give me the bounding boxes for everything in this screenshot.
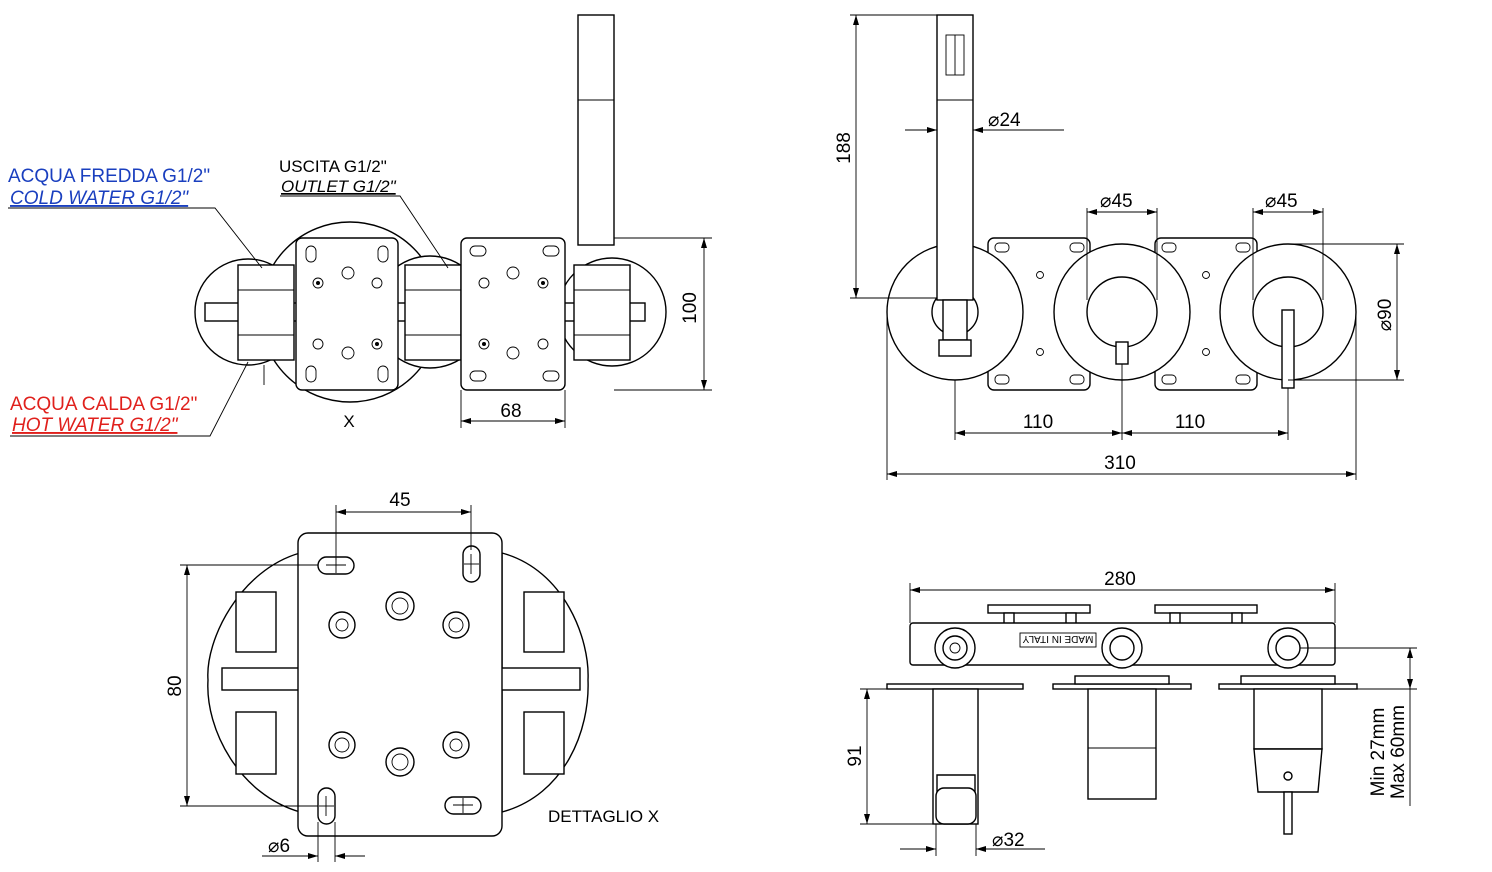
- front-view: 188 ⌀24 ⌀45 ⌀45 ⌀90 110 110 310: [834, 14, 1404, 480]
- dim-80: 80: [165, 675, 186, 696]
- dim-310: 310: [1104, 453, 1136, 474]
- dim-91: 91: [845, 745, 866, 766]
- outlet-label-it: USCITA G1/2": [279, 157, 387, 176]
- dim-dia45-a: ⌀45: [1100, 191, 1133, 212]
- hot-water-label-it: ACQUA CALDA G1/2": [10, 394, 197, 415]
- dim-188: 188: [834, 132, 855, 164]
- dim-280: 280: [1104, 569, 1136, 590]
- detail-x-title: DETTAGLIO X: [548, 807, 659, 826]
- dim-45: 45: [389, 490, 410, 511]
- dim-68: 68: [500, 401, 521, 422]
- detail-x-view: 45 80 ⌀6 DETTAGLIO X: [165, 490, 659, 862]
- cold-water-label-it: ACQUA FREDDA G1/2": [8, 166, 210, 187]
- top-view: 100 68 X ACQUA FREDDA G1/2" COLD WATER G…: [8, 14, 712, 437]
- depth-max-label: Max 60mm: [1388, 705, 1409, 799]
- dim-110-b: 110: [1175, 412, 1205, 433]
- made-in-italy-stamp: MADE IN ITALY: [1022, 633, 1093, 644]
- dim-dia32: ⌀32: [992, 830, 1025, 851]
- dim-100: 100: [680, 292, 701, 324]
- depth-min-label: Min 27mm: [1368, 708, 1389, 797]
- detail-mark-x: X: [343, 412, 354, 431]
- cold-water-label-en: COLD WATER G1/2": [10, 188, 189, 209]
- side-view: MADE IN ITALY 280 91 ⌀32: [845, 569, 1417, 856]
- dim-dia45-b: ⌀45: [1265, 191, 1298, 212]
- outlet-label-en: OUTLET G1/2": [281, 177, 397, 196]
- dim-110-a: 110: [1023, 412, 1053, 433]
- hot-water-label-en: HOT WATER G1/2": [12, 415, 179, 436]
- dim-dia6: ⌀6: [268, 836, 290, 857]
- dim-dia24: ⌀24: [988, 110, 1021, 131]
- dim-dia90: ⌀90: [1375, 299, 1396, 332]
